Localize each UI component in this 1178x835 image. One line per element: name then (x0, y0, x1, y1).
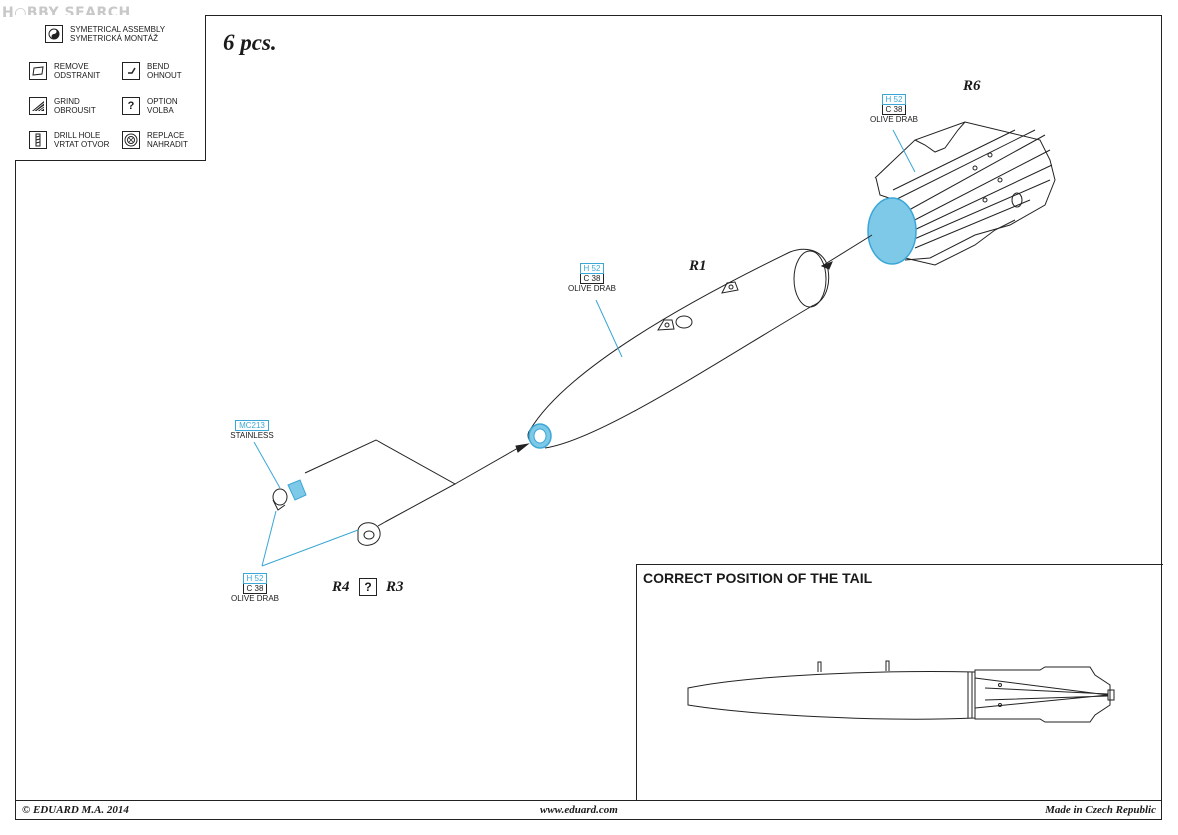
paint-code-humbrol: H 52 (881, 94, 907, 105)
tail-arrow-line (821, 234, 873, 267)
arrowhead-icon (515, 443, 530, 453)
fuze-guide-line (304, 439, 457, 523)
footer-copyright: © EDUARD M.A. 2014 (22, 804, 129, 816)
legend-label: BEND OHNOUT (147, 62, 182, 80)
footer-divider (15, 800, 1162, 801)
paint-name: OLIVE DRAB (567, 284, 616, 293)
paint-code-mr-color: C 38 (579, 274, 605, 284)
legend-label: REPLACE NAHRADIT (147, 131, 188, 149)
page-frame (15, 15, 1162, 820)
inset-panel (636, 564, 1163, 801)
remove-icon (29, 62, 47, 80)
legend-item-replace: REPLACE NAHRADIT (122, 131, 188, 149)
footer-origin: Made in Czech Republic (1045, 804, 1156, 816)
footer-website: www.eduard.com (540, 804, 618, 816)
drill-hole-icon (29, 131, 47, 149)
option-icon: ? (122, 97, 140, 115)
paint-code-mr-metal: MC213 (235, 420, 269, 431)
legend-item-grind: GRIND OBROUSIT (29, 97, 96, 115)
paint-code-mr-color: C 38 (881, 105, 907, 115)
grind-icon (29, 97, 47, 115)
inset-title: CORRECT POSITION OF THE TAIL (643, 570, 873, 586)
legend-label: OPTION VOLBA (147, 97, 178, 115)
paint-code-mr-color: C 38 (242, 584, 268, 594)
part-label-r4: R4 (332, 579, 350, 595)
paint-callout-body: H 52 C 38 OLIVE DRAB (558, 263, 626, 293)
quantity-label: 6 pcs. (223, 30, 277, 55)
legend-label: GRIND OBROUSIT (54, 97, 96, 115)
part-label-r6: R6 (963, 78, 981, 94)
washer-part (357, 522, 381, 546)
paint-name: STAINLESS (230, 431, 274, 440)
part-label-r1: R1 (689, 258, 707, 274)
legend-item-remove: REMOVE ODSTRANIT (29, 62, 100, 80)
legend-label: DRILL HOLE VRTAT OTVOR (54, 131, 110, 149)
legend-item-symmetrical: SYMETRICAL ASSEMBLY SYMETRICKÁ MONTÁŽ (45, 25, 165, 43)
body-arrow-line (454, 447, 519, 485)
paint-callout-fuze: MC213 STAINLESS (220, 420, 284, 440)
bend-icon (122, 62, 140, 80)
legend-label: SYMETRICAL ASSEMBLY SYMETRICKÁ MONTÁŽ (70, 25, 166, 43)
part-label-r3: R3 (386, 579, 404, 595)
option-icon: ? (359, 578, 377, 596)
fuze-part (272, 479, 307, 511)
legend-box: SYMETRICAL ASSEMBLY SYMETRICKÁ MONTÁŽ RE… (15, 15, 206, 161)
paint-callout-small: H 52 C 38 OLIVE DRAB (222, 573, 288, 603)
legend-item-bend: BEND OHNOUT (122, 62, 182, 80)
paint-callout-tail: H 52 C 38 OLIVE DRAB (860, 94, 928, 124)
paint-name: OLIVE DRAB (869, 115, 918, 124)
legend-item-drill: DRILL HOLE VRTAT OTVOR (29, 131, 109, 149)
paint-code-humbrol: H 52 (242, 573, 268, 584)
legend-item-option: ? OPTION VOLBA (122, 97, 178, 115)
paint-name: OLIVE DRAB (230, 594, 279, 603)
tail-face-highlight (867, 197, 917, 265)
bomb-body-r1 (527, 248, 830, 449)
replace-icon (122, 131, 140, 149)
paint-code-humbrol: H 52 (579, 263, 605, 274)
symmetrical-assembly-icon (45, 25, 63, 43)
legend-label: REMOVE ODSTRANIT (54, 62, 101, 80)
inset-bomb-drawing (687, 660, 1115, 723)
